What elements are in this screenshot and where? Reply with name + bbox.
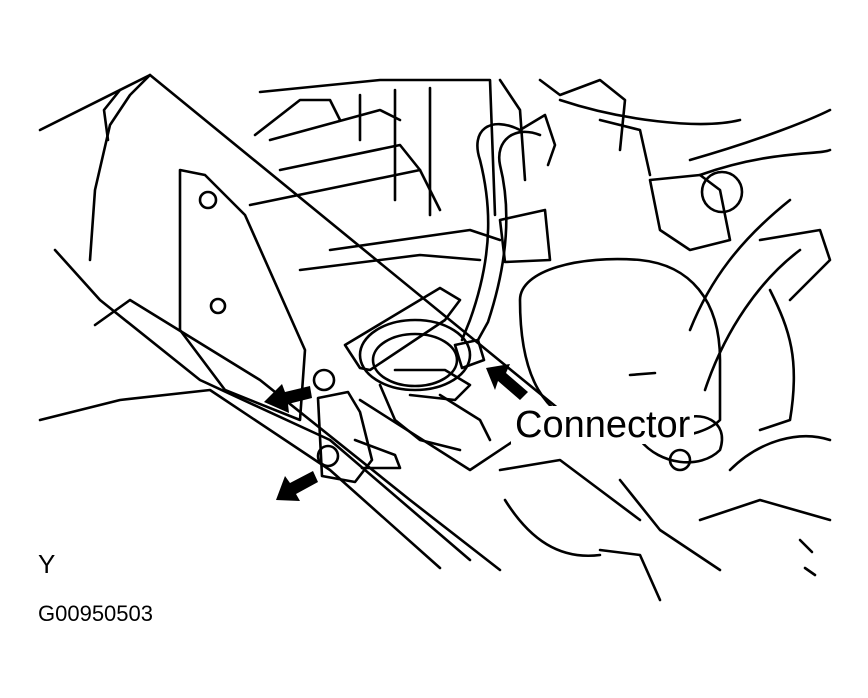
sensor-assembly [343, 286, 492, 452]
view-letter-label: Y [38, 549, 56, 579]
connector-callout-label: Connector [511, 406, 695, 444]
arrow-lower-bolt [276, 471, 318, 501]
mounting-bracket [38, 73, 562, 572]
wire-harness [460, 98, 832, 392]
housing-upper [248, 78, 652, 272]
arrow-connector [486, 364, 528, 400]
pointer-arrows [264, 364, 528, 501]
figure-id-label: G00950503 [38, 601, 153, 626]
motor-housing [498, 170, 832, 602]
arrow-upper-bolt [264, 384, 312, 413]
mounting-plate [312, 368, 402, 484]
